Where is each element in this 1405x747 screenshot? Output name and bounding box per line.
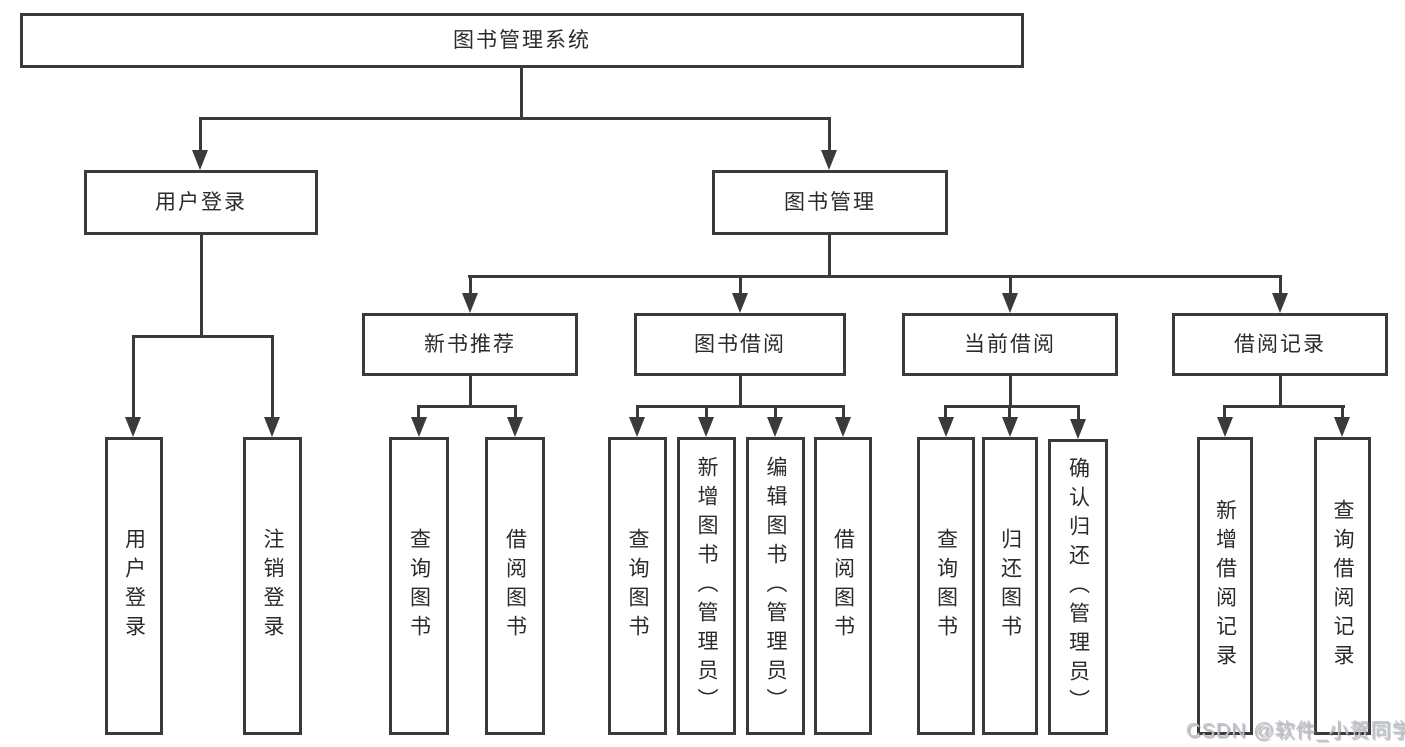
leaf-query-books-recommend: 查询图书 bbox=[389, 437, 449, 735]
connector-drop bbox=[842, 405, 845, 419]
arrow-down-icon bbox=[507, 417, 523, 437]
node-label: 当前借阅 bbox=[964, 333, 1056, 356]
leaf-return-books: 归还图书 bbox=[982, 437, 1038, 735]
connector-drop bbox=[1008, 405, 1011, 419]
connector-root-stem bbox=[520, 67, 523, 119]
connector-rail bbox=[636, 405, 845, 408]
arrow-down-icon bbox=[1334, 417, 1350, 437]
arrow-down-icon bbox=[411, 417, 427, 437]
leaf-query-books-current: 查询图书 bbox=[917, 437, 975, 735]
leaf-query-books-borrow: 查询图书 bbox=[608, 437, 667, 735]
connector-drop bbox=[199, 117, 202, 152]
node-label: 图书借阅 bbox=[694, 333, 786, 356]
leaf-add-borrow-record: 新增借阅记录 bbox=[1197, 437, 1253, 735]
connector-drop bbox=[1077, 405, 1080, 421]
arrow-down-icon bbox=[1002, 417, 1018, 437]
node-current-borrowing: 当前借阅 bbox=[902, 313, 1118, 376]
leaf-label: 注销登录 bbox=[261, 528, 284, 644]
connector-level1-rail bbox=[199, 117, 831, 120]
arrow-down-icon bbox=[938, 417, 954, 437]
leaf-label: 新增图书（管理员） bbox=[695, 455, 718, 717]
leaf-confirm-return-admin: 确认归还（管理员） bbox=[1048, 439, 1108, 735]
node-label: 借阅记录 bbox=[1234, 333, 1326, 356]
connector-drop bbox=[271, 335, 274, 419]
leaf-label: 编辑图书（管理员） bbox=[764, 455, 787, 717]
root-node-book-management-system: 图书管理系统 bbox=[20, 13, 1024, 68]
arrow-down-icon bbox=[835, 417, 851, 437]
arrow-down-icon bbox=[1002, 293, 1018, 313]
connector-drop bbox=[132, 335, 135, 419]
connector-drop bbox=[705, 405, 708, 419]
arrow-down-icon bbox=[1070, 419, 1086, 439]
connector-stem bbox=[1279, 376, 1282, 407]
connector-stem bbox=[739, 376, 742, 407]
connector-rail bbox=[1223, 405, 1345, 408]
arrow-down-icon bbox=[264, 417, 280, 437]
arrow-down-icon bbox=[192, 150, 208, 170]
leaf-label: 查询图书 bbox=[934, 528, 958, 644]
arrow-down-icon bbox=[698, 417, 714, 437]
arrow-down-icon bbox=[821, 150, 837, 170]
connector-rail bbox=[132, 335, 274, 338]
connector-rail bbox=[417, 405, 517, 408]
connector-rail bbox=[944, 405, 1080, 408]
arrow-down-icon bbox=[732, 293, 748, 313]
node-user-login-branch: 用户登录 bbox=[84, 170, 318, 235]
node-book-management-branch: 图书管理 bbox=[712, 170, 948, 235]
node-label: 图书管理 bbox=[784, 191, 876, 214]
arrow-down-icon bbox=[1272, 293, 1288, 313]
node-label: 新书推荐 bbox=[424, 333, 516, 356]
node-borrowing-records: 借阅记录 bbox=[1172, 313, 1388, 376]
connector-drop bbox=[469, 275, 472, 297]
leaf-label: 查询图书 bbox=[626, 528, 649, 644]
connector-level2-rail bbox=[468, 275, 1282, 278]
connector-drop bbox=[514, 405, 517, 419]
leaf-label: 查询图书 bbox=[407, 528, 431, 644]
connector-stem bbox=[828, 235, 831, 277]
arrow-down-icon bbox=[125, 417, 141, 437]
leaf-logout: 注销登录 bbox=[243, 437, 302, 735]
connector-drop bbox=[1223, 405, 1226, 419]
leaf-label: 用户登录 bbox=[122, 528, 146, 644]
connector-drop bbox=[774, 405, 777, 419]
leaf-add-book-admin: 新增图书（管理员） bbox=[677, 437, 736, 735]
leaf-user-login: 用户登录 bbox=[105, 437, 163, 735]
leaf-label: 借阅图书 bbox=[831, 528, 855, 644]
leaf-label: 查询借阅记录 bbox=[1331, 499, 1354, 673]
arrow-down-icon bbox=[767, 417, 783, 437]
connector-drop bbox=[828, 117, 831, 152]
connector-drop bbox=[944, 405, 947, 419]
connector-stem bbox=[1009, 376, 1012, 407]
connector-drop bbox=[1279, 275, 1282, 297]
connector-drop bbox=[1009, 275, 1012, 297]
arrow-down-icon bbox=[462, 293, 478, 313]
connector-drop bbox=[417, 405, 420, 419]
arrow-down-icon bbox=[1217, 417, 1233, 437]
leaf-label: 归还图书 bbox=[998, 528, 1022, 644]
leaf-borrow-books-recommend: 借阅图书 bbox=[485, 437, 545, 735]
csdn-watermark: CSDN @软件_小贺同学 bbox=[1186, 720, 1405, 742]
root-node-label: 图书管理系统 bbox=[453, 29, 591, 52]
connector-drop bbox=[739, 275, 742, 297]
node-new-book-recommendation: 新书推荐 bbox=[362, 313, 578, 376]
leaf-label: 新增借阅记录 bbox=[1213, 499, 1237, 673]
leaf-label: 确认归还（管理员） bbox=[1066, 456, 1090, 718]
node-book-borrowing: 图书借阅 bbox=[634, 313, 846, 376]
node-label: 用户登录 bbox=[155, 191, 247, 214]
leaf-label: 借阅图书 bbox=[503, 528, 527, 644]
connector-stem bbox=[200, 235, 203, 335]
leaf-edit-book-admin: 编辑图书（管理员） bbox=[746, 437, 805, 735]
connector-drop bbox=[636, 405, 639, 419]
connector-drop bbox=[1341, 405, 1344, 419]
leaf-borrow-books: 借阅图书 bbox=[814, 437, 872, 735]
connector-stem bbox=[469, 376, 472, 407]
arrow-down-icon bbox=[629, 417, 645, 437]
leaf-query-borrow-record: 查询借阅记录 bbox=[1314, 437, 1371, 735]
